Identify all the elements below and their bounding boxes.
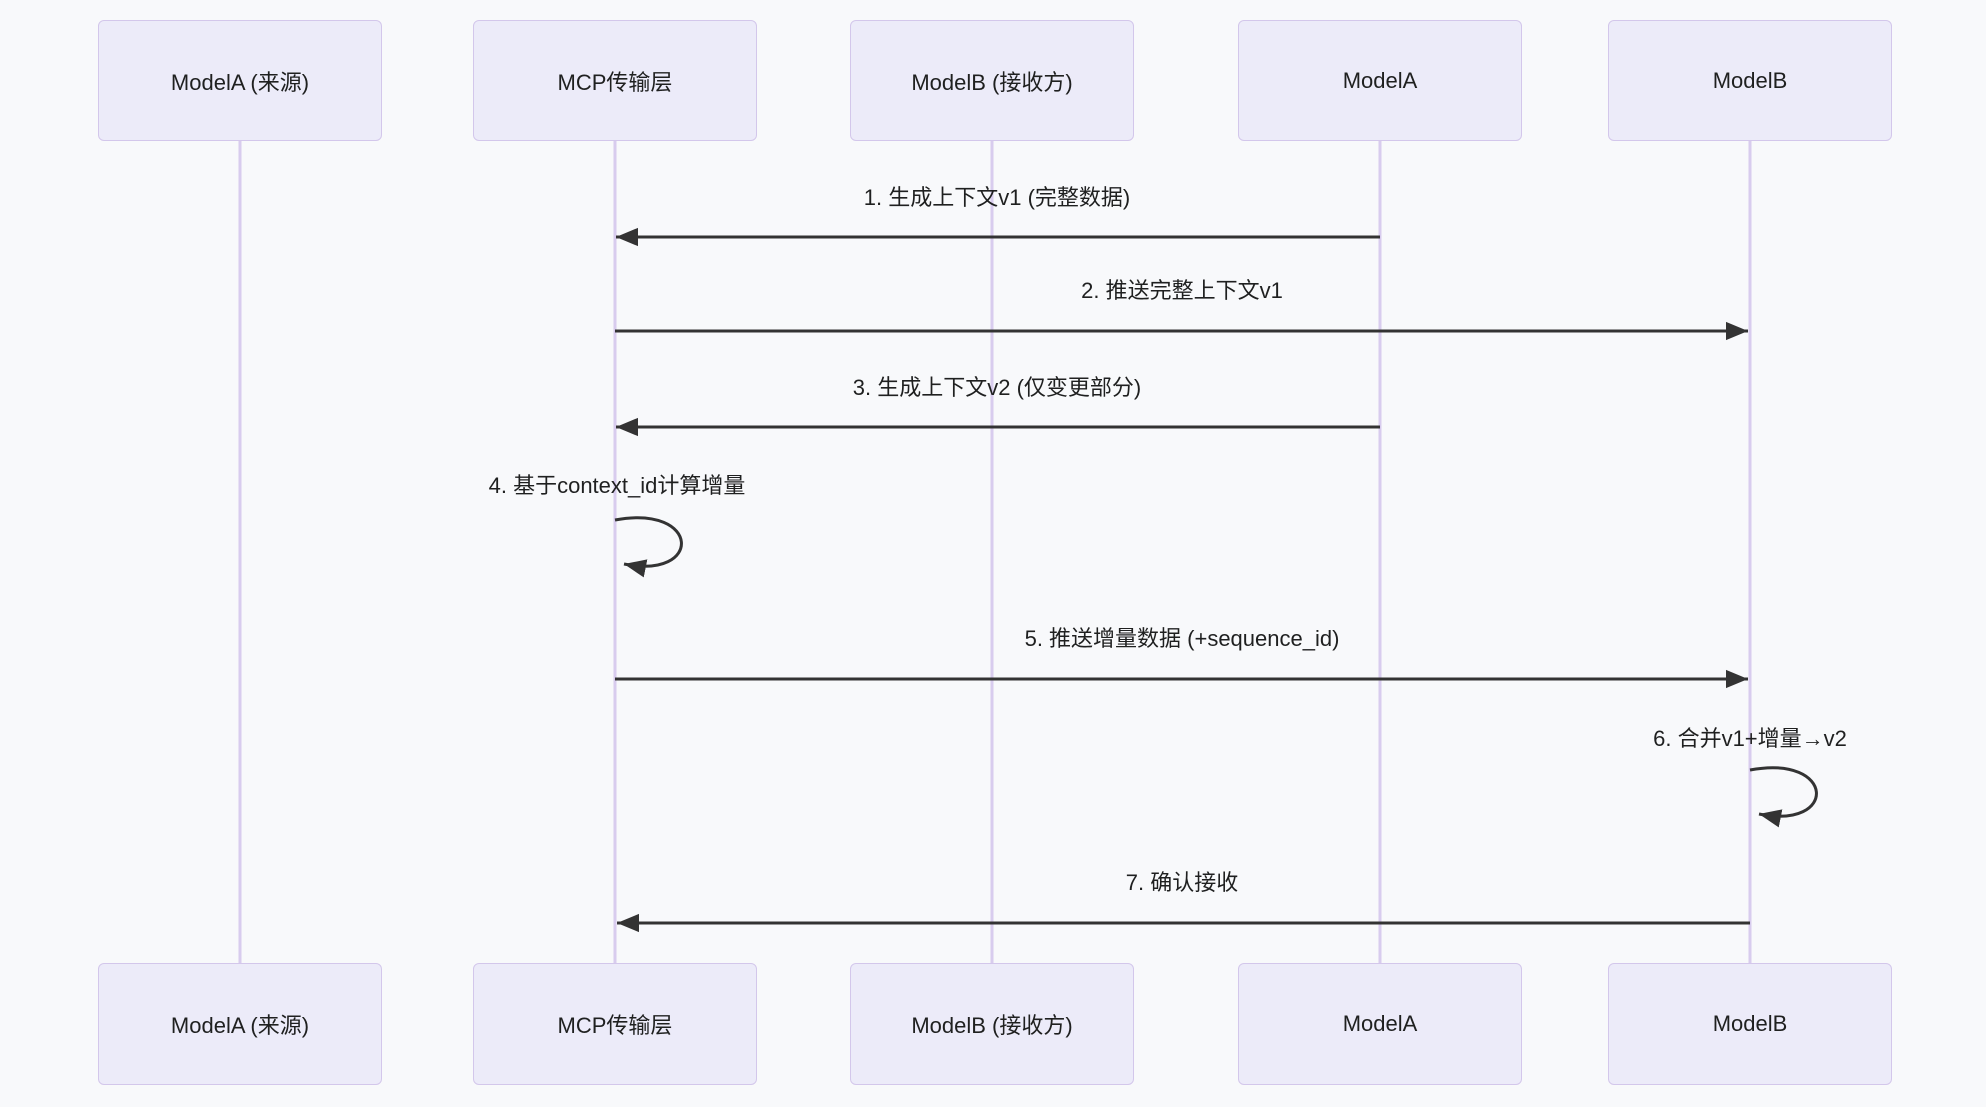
actor-box-modelb-bottom: ModelB: [1608, 963, 1892, 1085]
message-5-label: 5. 推送增量数据 (+sequence_id): [1024, 626, 1340, 651]
actor-box-modela-bottom: ModelA: [1238, 963, 1522, 1085]
actor-box-modela-source-top: ModelA (来源): [98, 20, 382, 141]
actor-box-modelb-receiver-top: ModelB (接收方): [850, 20, 1134, 141]
message-7-label: 7. 确认接收: [1125, 870, 1239, 895]
message-1-label: 1. 生成上下文v1 (完整数据): [863, 185, 1131, 210]
actor-box-mcp-transport-bottom: MCP传输层: [473, 963, 757, 1085]
actor-box-modela-top: ModelA: [1238, 20, 1522, 141]
actor-box-modelb-receiver-bottom: ModelB (接收方): [850, 963, 1134, 1085]
message-6-label: 6. 合并v1+增量→v2: [1653, 726, 1847, 751]
message-2-label: 2. 推送完整上下文v1: [1081, 278, 1283, 303]
message-6-self-loop: [1749, 766, 1818, 828]
message-4-self-loop: [614, 516, 683, 578]
message-4-label: 4. 基于context_id计算增量: [488, 473, 746, 498]
actor-box-mcp-transport-top: MCP传输层: [473, 20, 757, 141]
actor-box-modela-source-bottom: ModelA (来源): [98, 963, 382, 1085]
actor-box-modelb-top: ModelB: [1608, 20, 1892, 141]
message-3-label: 3. 生成上下文v2 (仅变更部分): [852, 375, 1142, 400]
